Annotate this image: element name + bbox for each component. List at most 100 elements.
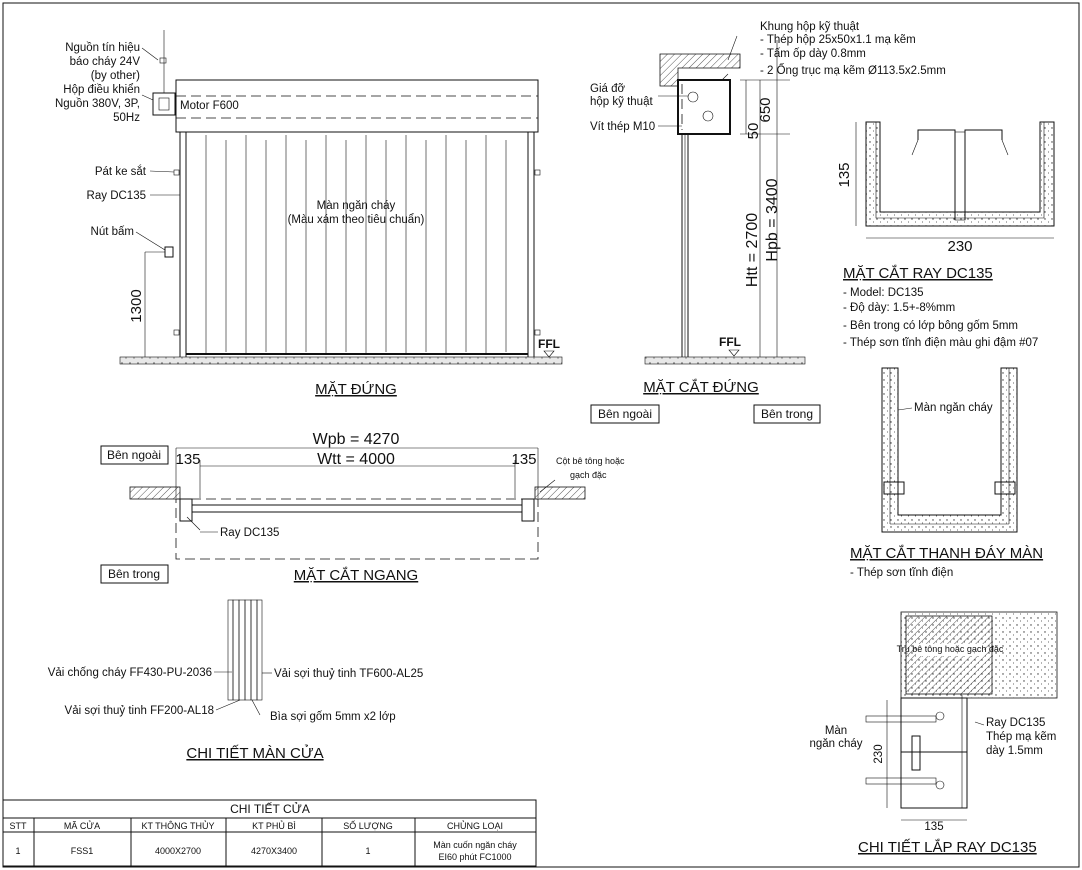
elevation-ground [119,356,563,365]
column-label-2: gạch đặc [570,470,607,480]
layer-label-4: Bìa sợi gốm 5mm x2 lớp [270,711,396,723]
bracket-label: Pát ke sắt [95,165,147,178]
outside-tag [590,404,660,424]
rail-height-dim: 135 [836,162,853,187]
install-height-dim: 230 [873,744,885,763]
frame-label: Khung hộp kỹ thuật [760,21,860,33]
control-box-icon [152,92,176,116]
header-type: CHỦNG LOẠI [447,820,503,831]
install-rail-label-3: dày 1.5mm [986,745,1043,757]
rail-note-4: - Thép sơn tĩnh điện màu ghi đậm #07 [843,337,1038,349]
header-overall-size: KT PHỦ BÌ [252,820,296,831]
curtain-label-2: (Màu xám theo tiêu chuẩn) [288,214,425,226]
control-box-label-2: Nguồn 380V, 3P, [55,98,140,110]
right-wall [534,486,586,500]
dim-left-offset: 135 [175,451,200,468]
bottom-bar-profile [881,367,1018,533]
bottom-bar-view: Màn ngăn cháy MẶT CẮT THANH ĐÁY MÀN - Th… [850,367,1043,579]
frame-spec-3: - 2 Ống trục mạ kẽm Ø113.5x2.5mm [760,63,946,77]
header-stt: STT [10,821,28,831]
rail-label: Ray DC135 [87,190,146,202]
curtain-slats [205,135,507,355]
column-label-1: Cột bê tông hoặc [556,456,625,466]
outside-tag-label: Bên ngoài [598,407,652,421]
header-clear-size: KT THÔNG THỦY [141,820,214,831]
dim-htt: Htt = 2700 [744,213,761,287]
left-wall [129,486,181,500]
elevation-head-box [175,79,539,133]
cell-type-1: Màn cuốn ngăn cháy [433,840,517,850]
curtain-detail-title: CHI TIẾT MÀN CỬA [186,744,323,762]
ceiling-slab [659,53,741,87]
dim-650: 650 [757,97,774,122]
rail-section-title: MẶT CẮT RAY DC135 [843,264,993,282]
signal-label-1: Nguồn tín hiệu [65,42,140,54]
layer-label-1: Vải chống cháy FF430-PU-2036 [48,667,212,679]
layer-label-3: Vải sợi thuỷ tinh FF200-AL18 [65,705,214,717]
header-quantity: SỐ LƯỢNG [343,820,392,831]
plan-rail-label: Ray DC135 [220,527,279,539]
support-label-1: Giá đỡ [590,83,625,95]
elevation-title: MẶT ĐỨNG [315,381,397,398]
dim-wpb: Wpb = 4270 [313,431,400,448]
horizontal-section-title: MẶT CẮT NGANG [294,566,418,584]
rail-install-title: CHI TIẾT LẮP RAY DC135 [858,838,1037,856]
screw-label: Vít thép M10 [590,121,655,133]
curtain-label-1: Màn ngăn cháy [317,200,396,212]
install-curtain-label-2: ngăn cháy [809,738,862,750]
section-ffl: FFL [719,335,741,349]
install-width-dim: 135 [924,821,943,833]
push-button-icon [164,246,174,258]
table-title: CHI TIẾT CỬA [230,801,310,816]
plan-outside-tag [100,445,169,465]
bottom-bar-note: - Thép sơn tĩnh điện [850,567,953,579]
elevation-ffl: FFL [538,337,560,351]
cell-quantity: 1 [365,846,370,856]
technical-box [677,79,731,135]
dim-50: 50 [745,123,762,140]
button-height-dim: 1300 [128,289,145,322]
cell-clear-size: 4000X2700 [155,846,201,856]
cell-stt: 1 [15,846,20,856]
install-rail-label-1: Ray DC135 [986,717,1045,729]
control-box-label-1: Hộp điều khiển [63,84,140,96]
install-rail-label-2: Thép mạ kẽm [986,731,1056,743]
vertical-section-view: Khung hộp kỹ thuật - Thép hộp 25x50x1.1 … [590,21,946,424]
plan-outside-label: Bên ngoài [107,448,161,462]
rail-note-1: - Model: DC135 [843,287,924,299]
support-label-2: hộp kỹ thuật [590,96,653,108]
inside-tag [753,404,821,424]
cell-overall-size: 4270X3400 [251,846,297,856]
elevation-view: Nguồn tín hiệu báo cháy 24V (by other) H… [55,30,563,398]
vertical-section-title: MẶT CẮT ĐỨNG [643,378,759,396]
rail-profile [865,121,1055,227]
dim-wtt: Wtt = 4000 [317,451,395,468]
cell-code: FSS1 [71,846,94,856]
plan-inside-label: Bên trong [108,567,160,581]
dim-hpb: Hpb = 3400 [764,178,781,261]
rail-note-2: - Độ dày: 1.5+-8%mm [843,302,955,314]
section-ground [644,356,806,365]
dim-right-offset: 135 [511,451,536,468]
header-code: MÃ CỬA [64,820,100,831]
signal-label-2: báo cháy 24V [70,56,141,68]
rail-width-dim: 230 [947,238,972,255]
motor-label: Motor F600 [180,100,239,112]
button-label: Nút bấm [91,226,134,238]
door-table: CHI TIẾT CỬA STT MÃ CỬA KT THÔNG THỦY KT… [2,799,537,867]
cell-type-2: EI60 phút FC1000 [438,852,511,862]
control-box-label-3: 50Hz [113,112,140,124]
install-wall-label: Trụ bê tông hoặc gạch đặc [897,644,1004,654]
bottom-bar-title: MẶT CẮT THANH ĐÁY MÀN [850,544,1043,562]
horizontal-section-view: Bên ngoài Bên trong Wpb = 4270 Wtt = 400… [100,431,625,584]
rail-install-view: Trụ bê tông hoặc gạch đặc 230 135 Màn ng… [809,611,1058,856]
frame-spec-2: - Tấm ốp dày 0.8mm [760,48,866,60]
bottom-bar-label: Màn ngăn cháy [914,402,993,414]
install-curtain-label-1: Màn [825,725,847,737]
layer-label-2: Vải sợi thuỷ tinh TF600-AL25 [274,668,423,680]
rail-note-3: - Bên trong có lớp bông gốm 5mm [843,320,1018,332]
signal-label-3: (by other) [91,70,140,82]
inside-tag-label: Bên trong [761,407,813,421]
